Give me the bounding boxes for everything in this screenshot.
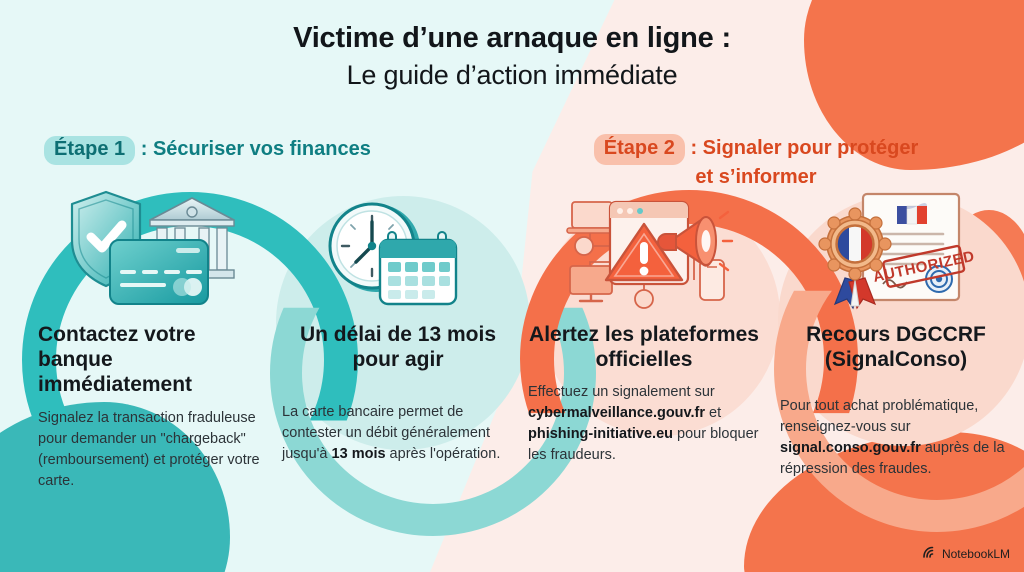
device-laptop-glyph xyxy=(566,201,618,234)
step-2-badge: Étape 2 xyxy=(593,134,685,165)
card-4-title: Recours DGCCRF (SignalConso) xyxy=(806,323,986,372)
clock-calendar-icon xyxy=(282,182,514,310)
shield-bank-card-icon xyxy=(38,182,270,310)
card-contact-bank: Contactez votre banque immédiatement Sig… xyxy=(38,182,270,492)
watermark-label: NotebookLM xyxy=(941,547,1010,561)
card-alert-platforms: Alertez les plateformes officielles Effe… xyxy=(528,182,760,466)
card-1-body: Signalez la transaction fraduleuse pour … xyxy=(38,409,260,489)
step-2-label: Signaler pour protéger xyxy=(702,137,919,159)
card-dgccrf-recourse: AUTHORIZED xyxy=(780,182,1012,480)
node-dot-left xyxy=(574,236,594,256)
step-2-separator: : xyxy=(684,137,703,159)
step-1-heading: Étape 1 : Sécuriser vos finances xyxy=(44,136,371,165)
page-header: Victime d’une arnaque en ligne : Le guid… xyxy=(0,22,1024,92)
official-seal-glyph xyxy=(925,265,953,293)
certificate-document-glyph xyxy=(861,192,961,302)
step-1-badge: Étape 1 xyxy=(44,136,136,165)
step-2-heading: Étape 2 : Signaler pour protéger et s’inf… xyxy=(556,134,956,190)
card-3-body: Effectuez un signalement sur cybermalvei… xyxy=(528,384,759,464)
watermark: NotebookLM xyxy=(923,546,1010,562)
notebooklm-logo-icon xyxy=(923,546,937,562)
french-rosette-glyph xyxy=(818,207,892,310)
french-flag-header-glyph xyxy=(897,203,927,225)
alert-megaphone-network-icon xyxy=(528,182,760,310)
node-dot-bottom xyxy=(634,289,654,309)
credit-card-glyph xyxy=(109,239,209,305)
page-title-line-2: Le guide d’action immédiate xyxy=(346,59,678,90)
step-2-label-line-2: et s’informer xyxy=(695,166,817,188)
card-3-title: Alertez les plateformes officielles xyxy=(529,323,759,372)
card-1-title: Contactez votre banque immédiatement xyxy=(38,323,196,397)
step-1-label: Sécuriser vos finances xyxy=(152,138,371,160)
card-4-body: Pour tout achat problématique, renseigne… xyxy=(780,398,1005,478)
certificate-rosette-icon: AUTHORIZED xyxy=(780,182,1012,310)
card-2-body: La carte bancaire permet de contester un… xyxy=(282,404,501,463)
warning-triangle-glyph xyxy=(604,222,684,282)
card-2-title: Un délai de 13 mois pour agir xyxy=(299,323,497,372)
clock-glyph xyxy=(328,202,420,292)
megaphone-glyph xyxy=(657,210,734,272)
step-1-separator: : xyxy=(135,138,153,160)
calendar-glyph xyxy=(378,231,457,306)
device-monitor-glyph xyxy=(569,265,613,303)
page-title-line-1: Victime d’une arnaque en ligne : xyxy=(293,22,731,54)
card-13-month-delay: Un délai de 13 mois pour agir La carte b… xyxy=(282,182,514,465)
